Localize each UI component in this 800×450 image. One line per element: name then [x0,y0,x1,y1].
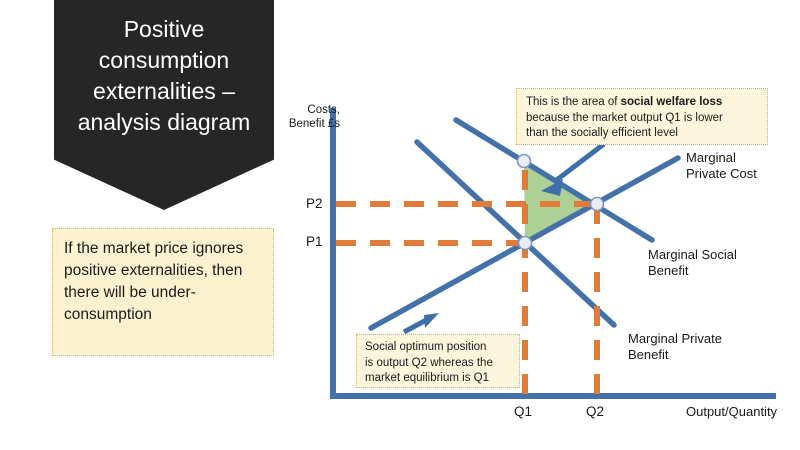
x-axis-label: Output/Quantity [686,404,778,419]
welfare-loss-line2: because the market output Q1 is lower [526,111,723,124]
social-optimum-line2: is output Q2 whereas the [365,356,493,369]
curve-label-marginal-social-benefit: Marginal Social Benefit [648,247,737,278]
point-msb-at-q1 [516,153,532,169]
social-optimum-line1: Social optimum position [365,341,487,353]
welfare-loss-line1-prefix: This is the area of [526,96,621,108]
social-optimum-callout-text: Social optimum position is output Q2 whe… [365,340,512,387]
price-label-p1: P1 [306,234,323,249]
welfare-loss-callout-box: This is the area of social welfare loss … [516,88,768,145]
quantity-label-q1: Q1 [514,404,533,419]
curve-label-marginal-private-benefit: Marginal Private Benefit [628,331,722,362]
curve-label-marginal-private-cost: Marginal Private Cost [686,150,757,181]
left-callout-text: If the market price ignores positive ext… [64,240,244,323]
marginal-private-benefit-line [414,139,617,328]
price-label-p2: P2 [306,196,323,211]
point-market-equilibrium [517,235,533,251]
welfare-loss-arrow [541,142,606,196]
point-social-optimum [589,196,605,212]
welfare-loss-line3: than the socially efficient level [526,127,678,139]
social-optimum-arrow [402,313,439,335]
welfare-loss-callout-text: This is the area of social welfare loss … [526,95,759,142]
social-optimum-line3: market equilibrium is Q1 [365,372,489,384]
title-banner: Positive consumption externalities – ana… [54,0,274,210]
social-optimum-callout-box: Social optimum position is output Q2 whe… [356,334,520,388]
welfare-loss-emphasis: social welfare loss [620,96,723,108]
quantity-label-q2: Q2 [586,404,605,419]
left-callout-box: If the market price ignores positive ext… [52,228,274,356]
y-axis-label: Costs, Benefit £s [288,104,340,130]
social-welfare-loss-area [524,161,597,243]
page-title: Positive consumption externalities – ana… [77,16,251,135]
